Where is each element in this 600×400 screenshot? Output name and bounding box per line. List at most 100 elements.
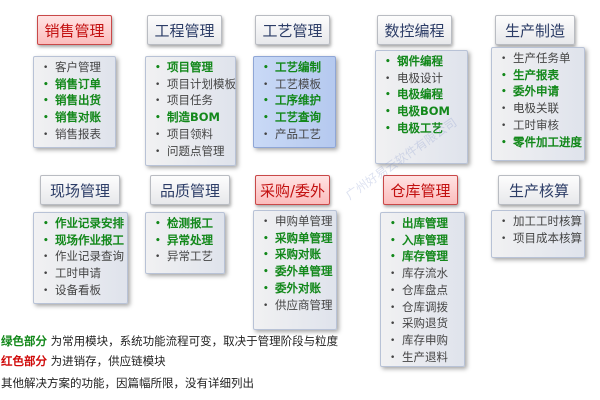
module-title: 数控编程 (377, 15, 452, 45)
feature-label: 电极设计 (397, 70, 443, 85)
feature-label: 生产退料 (402, 349, 448, 364)
bullet-icon: • (390, 335, 396, 346)
feature-label: 客户管理 (55, 60, 101, 74)
bullet-icon: • (43, 285, 49, 296)
feature-label: 制造BOM (167, 110, 220, 125)
bullet-icon: • (263, 250, 269, 261)
feature-item: • 库存管理 (390, 249, 464, 266)
feature-label: 出库管理 (402, 216, 448, 230)
bullet-icon: • (263, 113, 269, 124)
bullet-icon: • (155, 235, 161, 246)
feature-label: 生产任务单 (513, 51, 571, 65)
feature-item: • 电极设计 (385, 71, 467, 88)
bullet-icon: • (263, 300, 269, 311)
bullet-icon: • (155, 96, 161, 107)
bullet-icon: • (263, 267, 269, 278)
feature-item: •电极工艺 (385, 121, 467, 138)
feature-item: •销售出货 (43, 93, 115, 110)
module-feature-list: •申购单管理•采购单管理•采购对账•委外单管理•委外对账•供应商管理 (253, 210, 337, 330)
feature-label: 加工工时核算 (513, 214, 582, 228)
feature-label: 库存流水 (402, 266, 448, 281)
bullet-icon: • (390, 269, 396, 280)
feature-item: •委外对账 (263, 281, 336, 298)
bullet-icon: • (263, 233, 269, 244)
bullet-icon: • (390, 285, 396, 296)
feature-label: 库存管理 (402, 249, 448, 264)
bullet-icon: • (501, 120, 507, 131)
feature-label: 采购单管理 (275, 230, 333, 245)
feature-label: 工时申请 (55, 266, 101, 281)
feature-item: •库存申购 (390, 333, 464, 350)
module-feature-list: •出库管理•入库管理•库存管理•库存流水•仓库盘点•仓库调拨•采购退货•库存申购… (380, 212, 465, 367)
feature-item: •现场作业报工 (43, 233, 127, 250)
module-feature-list: •工艺编制•工艺模板•工序维护•工艺查询•产品工艺 (253, 56, 336, 148)
feature-item: •销售订单 (43, 77, 115, 94)
bullet-icon: • (155, 79, 161, 90)
bullet-icon: • (501, 217, 507, 227)
feature-label: 项目计划模板 (167, 76, 236, 91)
module-feature-list: •客户管理•销售订单•销售出货•销售对账•销售报表 (33, 56, 116, 148)
feature-item: •作业记录查询 (43, 249, 127, 266)
feature-item: •仓库盘点 (390, 283, 464, 300)
feature-item: •作业记录安排 (43, 216, 127, 233)
feature-label: 项目领料 (167, 126, 213, 141)
feature-item: •工时申请 (43, 266, 127, 283)
feature-item: •仓库调拨 (390, 300, 464, 317)
module-feature-list: •检测报工•异常处理•异常工艺 (145, 212, 225, 274)
feature-item: •异常工艺 (155, 249, 224, 266)
feature-item: • 工艺模板 (263, 77, 335, 94)
feature-item: • 项目领料 (155, 127, 235, 144)
feature-item: •委外单管理 (263, 264, 336, 281)
feature-label: 生产报表 (513, 67, 559, 82)
feature-label: 项目管理 (167, 60, 213, 74)
bullet-icon: • (155, 146, 161, 157)
feature-item: •生产报表 (501, 68, 584, 85)
feature-item: •生产任务单 (501, 51, 584, 68)
feature-item: •钢件编程 (385, 54, 467, 71)
feature-item: • 零件加工进度 (501, 135, 584, 152)
feature-item: •销售报表 (43, 127, 115, 144)
feature-label: 电极编程 (397, 87, 443, 102)
feature-label: 工艺模板 (275, 76, 321, 91)
feature-label: 工序维护 (275, 93, 321, 108)
bullet-icon: • (155, 129, 161, 140)
bullet-icon: • (155, 113, 161, 124)
bullet-icon: • (263, 96, 269, 107)
bullet-icon: • (385, 90, 391, 101)
feature-item: •检测报工 (155, 216, 224, 233)
feature-label: 入库管理 (402, 232, 448, 247)
module-title: 品质管理 (150, 175, 230, 205)
red-label: 红色部分 (1, 354, 47, 368)
feature-item: • 制造BOM (155, 110, 235, 127)
feature-label: 供应商管理 (275, 297, 333, 312)
feature-item: • 采购单管理 (263, 231, 336, 248)
feature-label: 销售出货 (55, 93, 101, 108)
module-title: 生产核算 (498, 175, 580, 205)
feature-item: •项目成本核算 (501, 231, 584, 248)
feature-item: •异常处理 (155, 233, 224, 250)
bullet-icon: • (155, 252, 161, 263)
feature-item: •工艺编制 (263, 60, 335, 77)
feature-item: •入库管理 (390, 233, 464, 250)
feature-item: • 设备看板 (43, 283, 127, 300)
feature-label: 工时审核 (513, 117, 559, 132)
bullet-icon: • (155, 63, 161, 73)
bullet-icon: • (501, 137, 507, 148)
bullet-icon: • (385, 57, 391, 67)
bullet-icon: • (263, 129, 269, 140)
feature-label: 采购退货 (402, 316, 448, 331)
bullet-icon: • (385, 73, 391, 84)
green-label: 绿色部分 (1, 334, 47, 348)
bullet-icon: • (43, 235, 49, 246)
feature-item: • 库存流水 (390, 266, 464, 283)
feature-label: 产品工艺 (275, 126, 321, 141)
bullet-icon: • (390, 252, 396, 263)
bullet-icon: • (263, 79, 269, 90)
feature-label: 项目任务 (167, 93, 213, 108)
feature-label: 检测报工 (167, 216, 213, 230)
feature-label: 零件加工进度 (513, 134, 582, 149)
legend-green-note: 绿色部分 为常用模块，系统功能流程可变，取决于管理阶段与粒度 (1, 333, 338, 349)
feature-label: 采购对账 (275, 247, 321, 262)
feature-item: •采购退货 (390, 316, 464, 333)
feature-label: 设备看板 (55, 282, 101, 297)
